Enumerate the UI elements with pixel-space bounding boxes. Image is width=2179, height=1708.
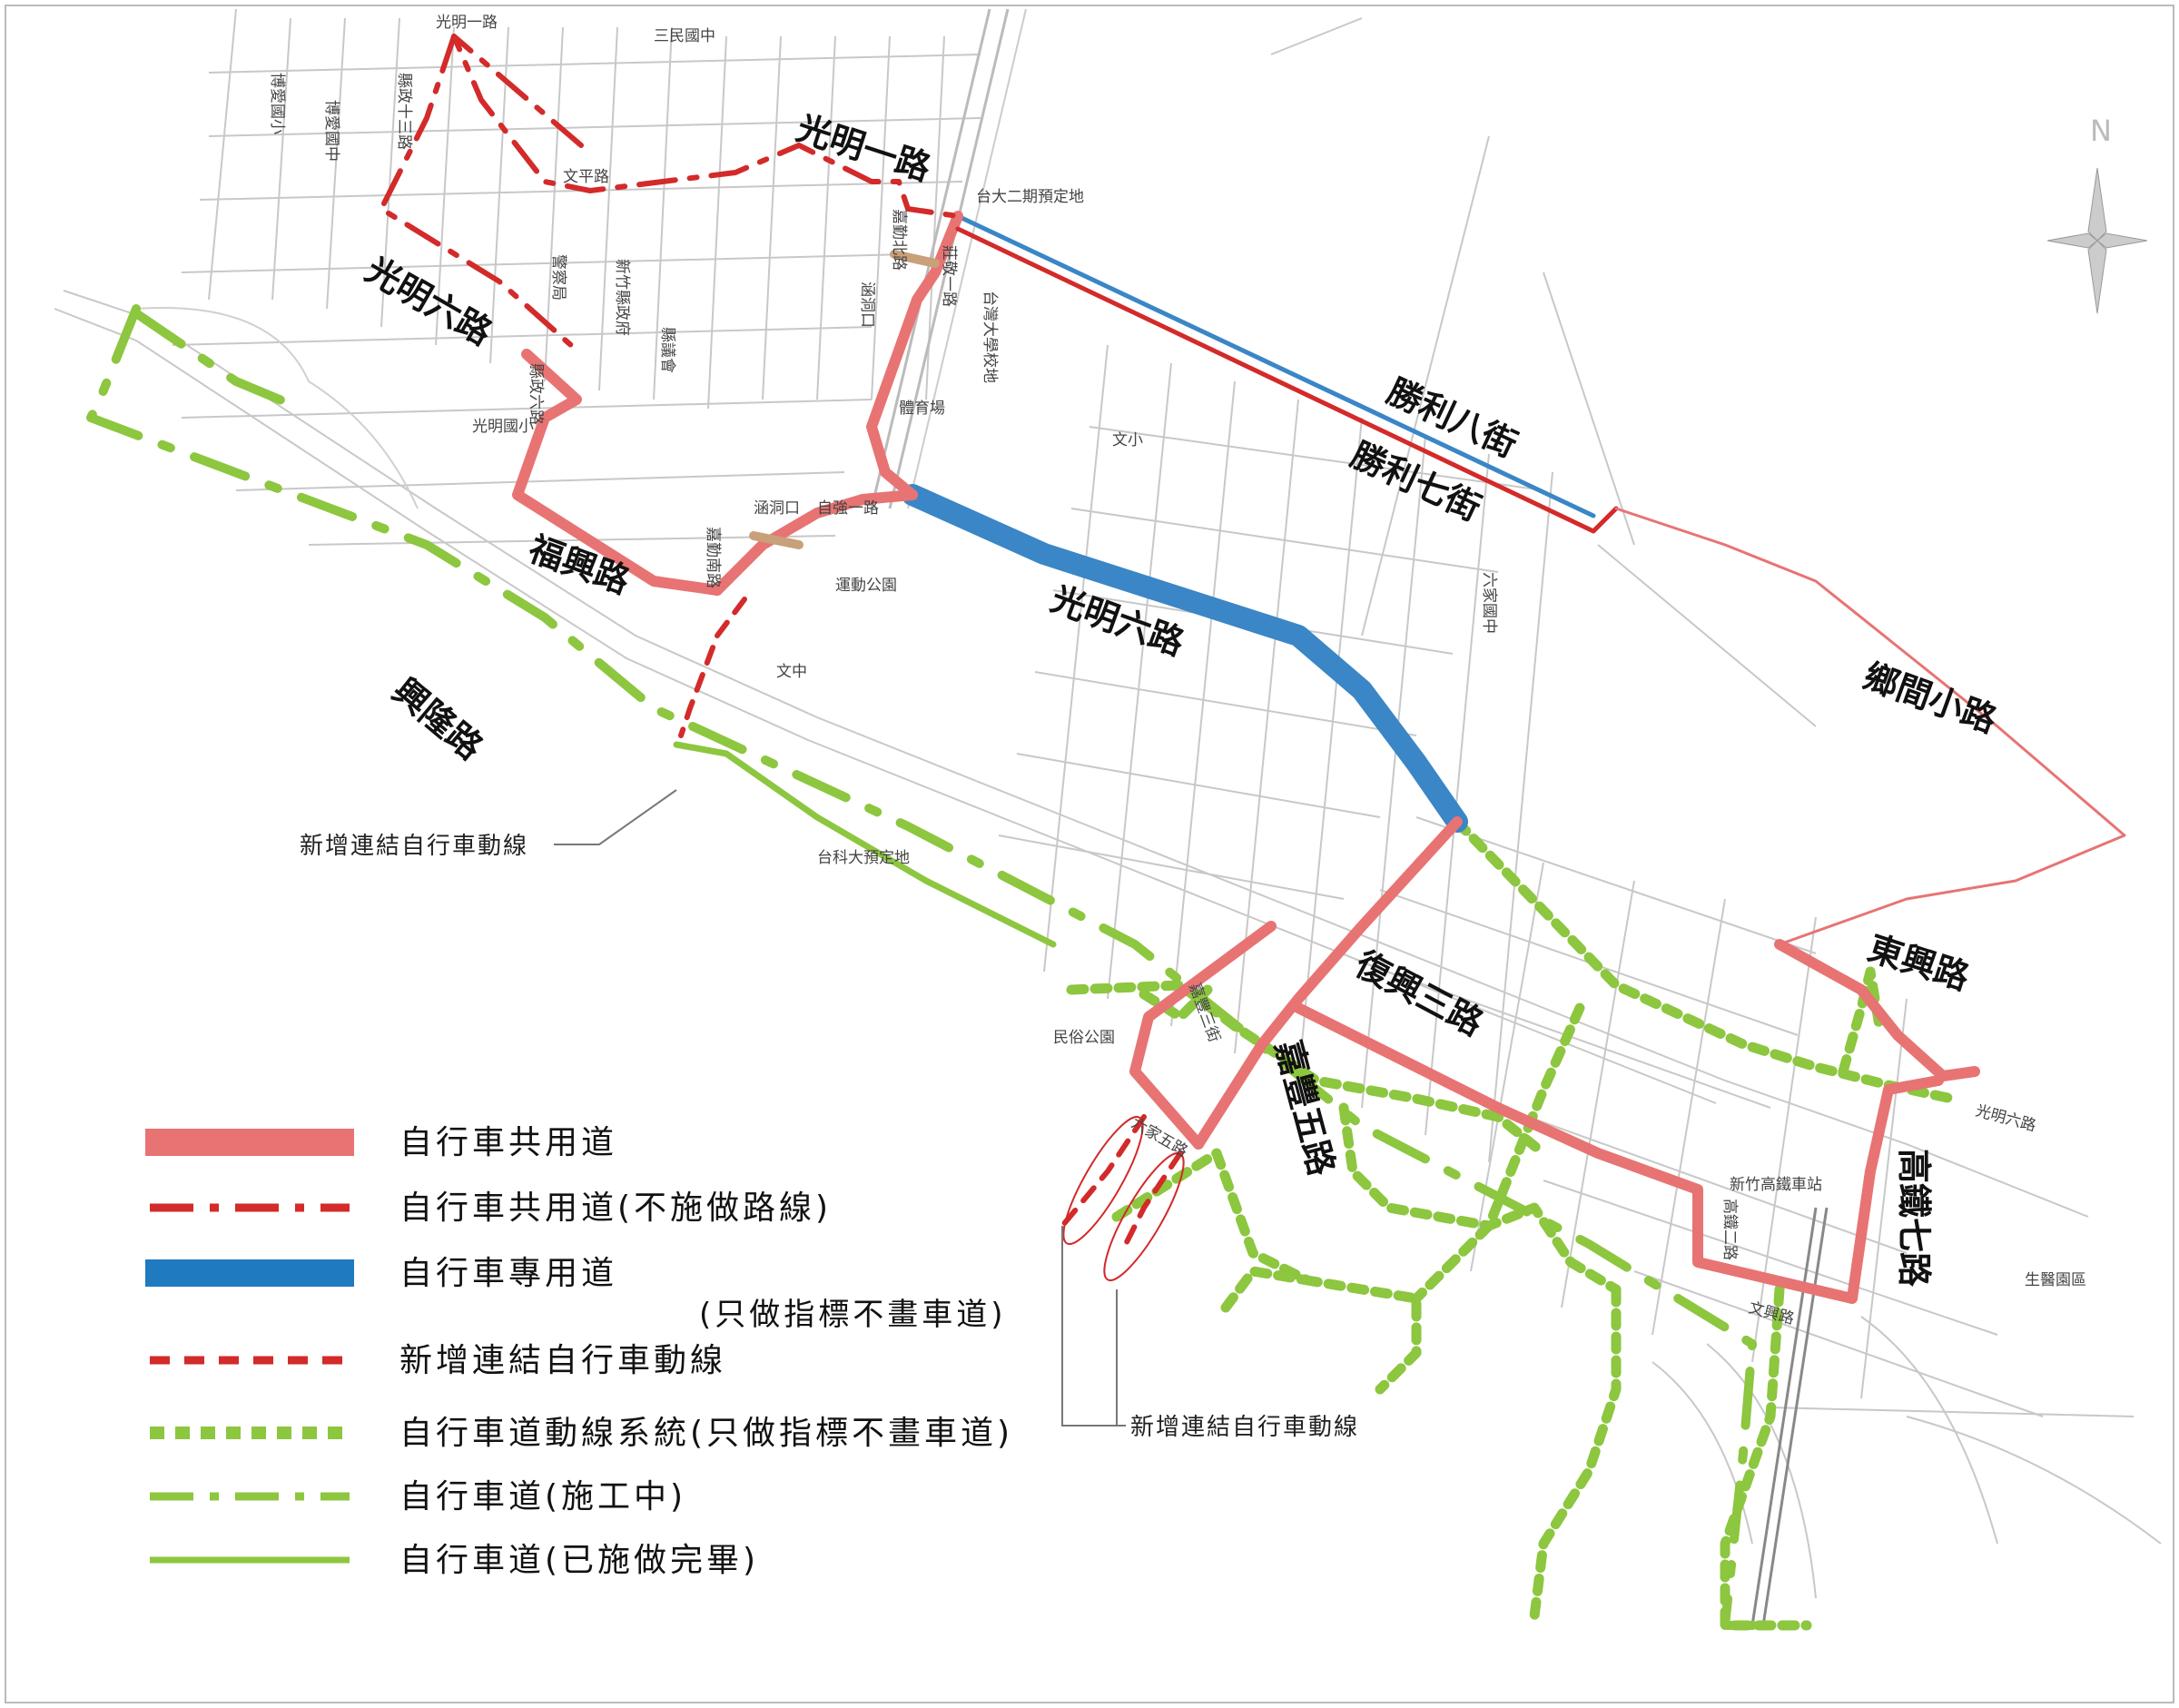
route-new-link-red xyxy=(678,597,1183,1247)
legend-swatch-dotted-green xyxy=(150,1427,350,1439)
callout-leaders xyxy=(554,789,1126,1427)
legend-swatch-dashed-red xyxy=(150,1356,350,1365)
compass-rose-icon: N xyxy=(2046,114,2148,314)
svg-text:文平路: 文平路 xyxy=(563,168,609,186)
svg-text:縣議會: 縣議會 xyxy=(658,327,676,373)
route-shared-red-unbuilt-2 xyxy=(379,34,584,357)
svg-text:博愛國中: 博愛國中 xyxy=(322,100,340,162)
callout-new-link-west: 新增連結自行車動線 xyxy=(300,833,528,860)
svg-text:自強一路: 自強一路 xyxy=(817,499,879,518)
legend-swatch-solid-red xyxy=(145,1129,354,1156)
map-frame xyxy=(5,5,2174,1703)
legend-label: 自行車道(已施做完畢) xyxy=(399,1542,760,1579)
callout-new-link-south: 新增連結自行車動線 xyxy=(1130,1414,1359,1441)
legend-sub-note: (只做指標不畫車道) xyxy=(699,1297,1007,1333)
legend-label: 自行車專用道 xyxy=(399,1255,618,1292)
svg-text:文中: 文中 xyxy=(776,663,807,681)
svg-text:涵洞口: 涵洞口 xyxy=(858,281,876,328)
route-dedicated-blue-main xyxy=(902,484,1468,833)
svg-text:嘉勤北路: 嘉勤北路 xyxy=(890,209,908,271)
svg-text:高鐵二路: 高鐵二路 xyxy=(1721,1199,1739,1260)
legend-label: 自行車道動線系統(只做指標不畫車道) xyxy=(399,1415,1014,1452)
route-construction-green xyxy=(86,304,1775,1630)
route-shared-red-unbuilt xyxy=(451,34,961,219)
svg-text:體育場: 體育場 xyxy=(899,400,945,418)
route-overlays xyxy=(86,34,2126,1631)
svg-text:縣政十三路: 縣政十三路 xyxy=(395,73,413,150)
legend-item-shared-unbuilt: 自行車共用道(不施做路線) xyxy=(145,1178,1053,1232)
svg-text:民俗公園: 民俗公園 xyxy=(1053,1029,1115,1047)
route-completed-green xyxy=(673,741,1057,948)
svg-text:新竹高鐵車站: 新竹高鐵車站 xyxy=(1730,1176,1822,1194)
legend-label: 新增連結自行車動線 xyxy=(399,1342,727,1379)
route-construction-green-west xyxy=(132,309,295,409)
svg-text:六家國中: 六家國中 xyxy=(1480,572,1498,634)
svg-text:警察局: 警察局 xyxy=(549,254,567,301)
legend-item-signed-green: 自行車道動線系統(只做指標不畫車道) xyxy=(145,1403,1053,1457)
legend-item-dedicated: 自行車專用道 xyxy=(145,1243,1053,1298)
svg-text:三民國中: 三民國中 xyxy=(654,27,715,45)
svg-text:台灣大學校地: 台灣大學校地 xyxy=(981,291,999,383)
svg-text:運動公園: 運動公園 xyxy=(835,577,897,595)
route-shared-red-country-lane xyxy=(1614,507,2126,946)
svg-text:縣政六路: 縣政六路 xyxy=(527,363,545,425)
svg-text:新竹縣政府: 新竹縣政府 xyxy=(613,259,631,336)
legend-item-shared: 自行車共用道 xyxy=(145,1112,1053,1167)
svg-text:台科大預定地: 台科大預定地 xyxy=(817,849,910,867)
legend-label: 自行車共用道 xyxy=(399,1124,618,1161)
legend-label: 自行車共用道(不施做路線) xyxy=(399,1190,833,1227)
svg-text:涵洞口: 涵洞口 xyxy=(754,499,800,518)
svg-text:文小: 文小 xyxy=(1112,431,1143,449)
legend-label: 自行車道(施工中) xyxy=(399,1478,687,1515)
svg-text:嘉勤南路: 嘉勤南路 xyxy=(704,527,722,588)
svg-text:光明國小: 光明國小 xyxy=(472,418,534,436)
label-gaotie7: 高鐵七路 xyxy=(1894,1149,1934,1288)
legend-item-completed-green: 自行車道(已施做完畢) xyxy=(145,1530,1053,1585)
legend-swatch-dashdot-red xyxy=(150,1203,350,1212)
legend-swatch-dashdot-green xyxy=(150,1492,350,1501)
legend-item-new-link: 新增連結自行車動線 xyxy=(145,1330,1053,1385)
svg-text:光明一路: 光明一路 xyxy=(436,14,498,32)
legend-item-construction-green: 自行車道(施工中) xyxy=(145,1466,1053,1521)
route-shared-red-shengli7 xyxy=(955,226,1619,534)
svg-text:台大二期預定地: 台大二期預定地 xyxy=(976,188,1084,206)
route-dedicated-blue-shengli8 xyxy=(955,213,1596,518)
svg-text:莊敬一路: 莊敬一路 xyxy=(940,245,958,307)
legend-swatch-solid-green xyxy=(150,1556,350,1564)
compass-north: N xyxy=(2090,114,2112,148)
svg-text:生醫園區: 生醫園區 xyxy=(2025,1271,2086,1289)
legend-swatch-solid-blue xyxy=(145,1259,354,1287)
svg-text:博愛國小: 博愛國小 xyxy=(268,73,286,134)
